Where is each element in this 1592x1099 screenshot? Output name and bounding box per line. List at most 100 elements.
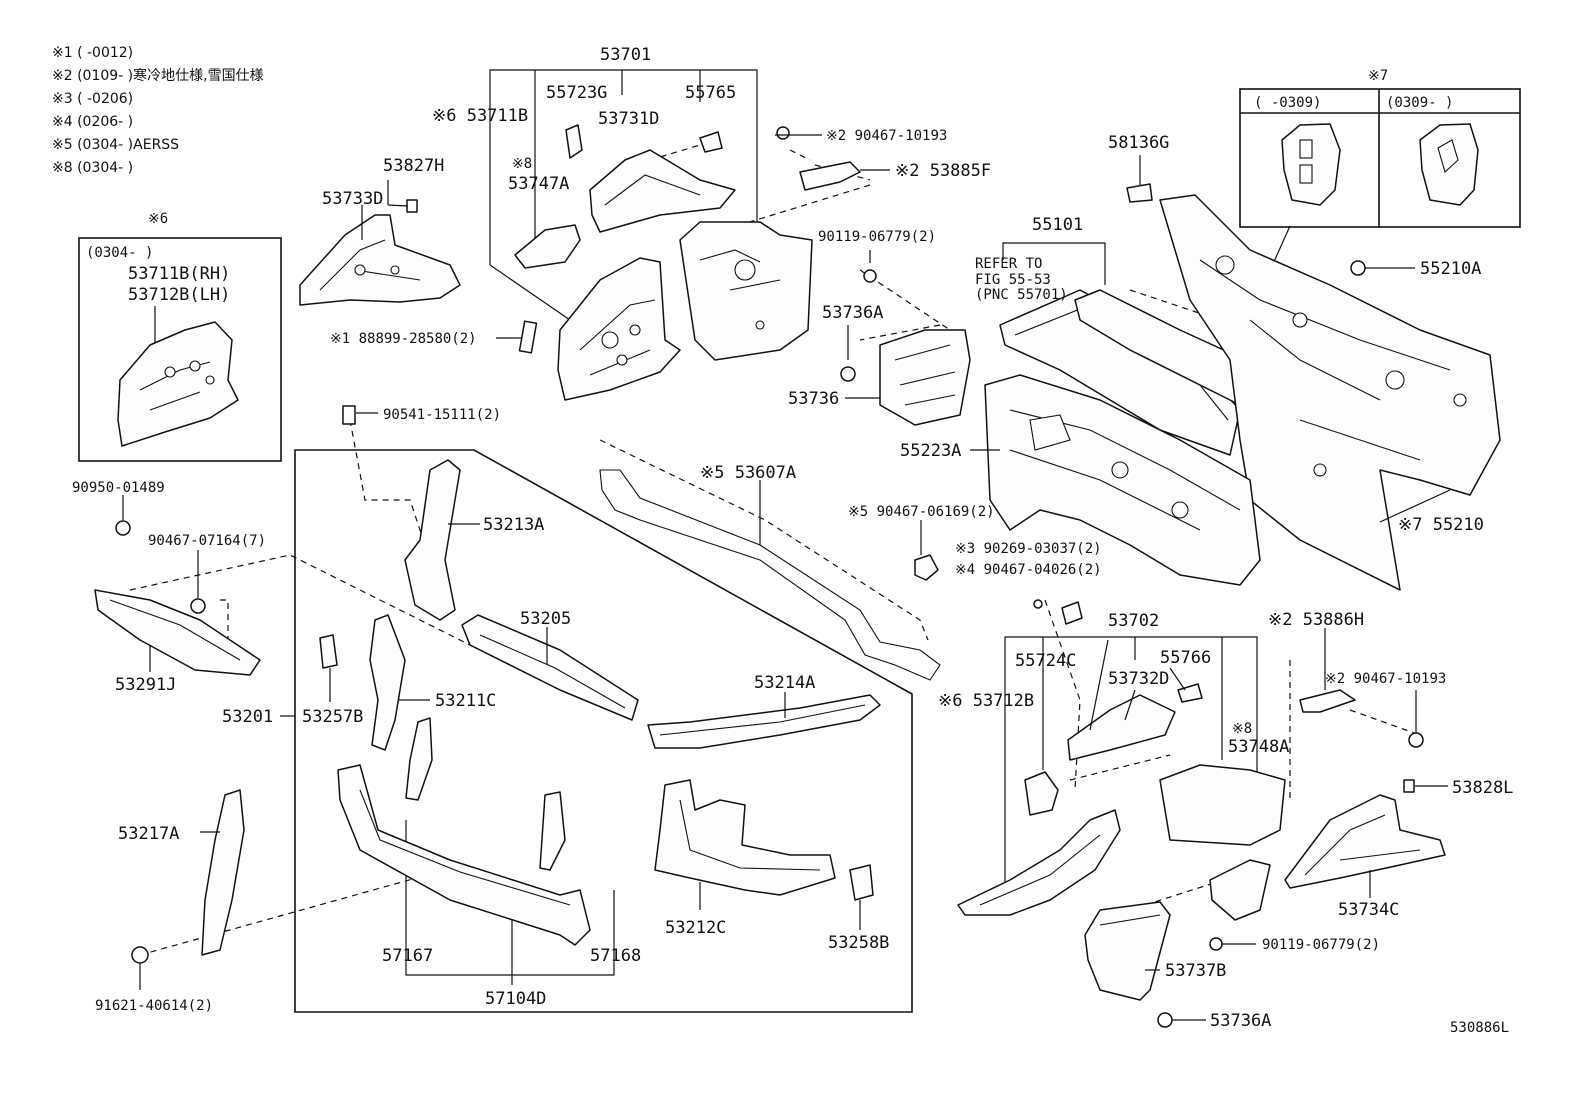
- leader-lines: [122, 134, 1451, 1021]
- label-53736A-bottom: 53736A: [1210, 1011, 1271, 1031]
- note-3: ※3 ( -0206): [52, 91, 133, 107]
- part-53748A-shape: [1209, 859, 1271, 921]
- clip-90541: [342, 405, 356, 425]
- label-90541-15111: 90541-15111(2): [383, 407, 501, 423]
- part-53734C-shape: [1284, 794, 1446, 889]
- part-53291J-shape: [94, 589, 261, 676]
- part-55723G-shape: [565, 124, 583, 159]
- inset-7-left-range: ( -0309): [1254, 95, 1321, 111]
- label-57104D: 57104D: [485, 989, 546, 1009]
- part-53712B-shape: [957, 809, 1121, 916]
- part-53214A-shape: [647, 694, 881, 749]
- part-57167-shape: [405, 717, 433, 801]
- part-53607A-shape: [599, 469, 941, 681]
- inset-6-range: (0304- ): [86, 245, 153, 261]
- inset-box-7: ※7 ( -0309) (0309- ): [1231, 68, 1521, 356]
- label-53257B: 53257B: [302, 707, 363, 727]
- label-57168: 57168: [590, 946, 641, 966]
- label-55724C: 55724C: [1015, 651, 1076, 671]
- fender-apron-part: [117, 321, 239, 447]
- part-53732D-shape: [1067, 694, 1176, 761]
- label-53217A: 53217A: [118, 824, 179, 844]
- part-53736-shape: [879, 329, 971, 426]
- part-wheelhouse-lower-shape: [1159, 764, 1286, 846]
- part-53212C-shape: [654, 779, 836, 896]
- part-53747A-shape: [514, 224, 581, 269]
- part-58136G-shape: [1126, 183, 1153, 203]
- nut-90467-04026: [1061, 601, 1083, 625]
- part-53257B-shape: [319, 634, 338, 669]
- label-53731D: 53731D: [598, 109, 659, 129]
- label-53748A: 53748A: [1228, 737, 1289, 757]
- part-55766-shape: [1177, 683, 1203, 703]
- label-53712B: ※6 53712B: [938, 691, 1034, 711]
- label-90467-10193-right: ※2 90467-10193: [1325, 671, 1446, 687]
- label-53827H: 53827H: [383, 156, 444, 176]
- inset-6-mark: ※6: [148, 211, 168, 227]
- note-5: ※5 (0304- )AERSS: [52, 137, 179, 153]
- label-53291J: 53291J: [115, 675, 176, 695]
- label-55101: 55101: [1032, 215, 1083, 235]
- label-53732D: 53732D: [1108, 669, 1169, 689]
- note-8: ※8 (0304- ): [52, 160, 133, 176]
- label-55210A: 55210A: [1420, 259, 1481, 279]
- label-53258B: 53258B: [828, 933, 889, 953]
- bracket-53702: [1004, 636, 1258, 900]
- label-90467-07164: 90467-07164(7): [148, 533, 266, 549]
- label-55766: 55766: [1160, 648, 1211, 668]
- label-53701: 53701: [600, 45, 651, 65]
- label-91621-40614: 91621-40614(2): [95, 998, 213, 1014]
- legend-notes: ※1 ( -0012) ※2 (0109- )寒冷地仕様,雪国仕様 ※3 ( -…: [52, 45, 264, 176]
- part-55724C-shape: [1024, 771, 1059, 816]
- label-53214A: 53214A: [754, 673, 815, 693]
- refer-line-3: (PNC 55701): [975, 287, 1068, 303]
- parts-upper: [299, 124, 1501, 591]
- label-90467-06169: ※5 90467-06169(2): [848, 504, 995, 520]
- label-53747A-mark: ※8: [512, 156, 532, 172]
- part-53711B-shape: [557, 257, 681, 401]
- inset-6-lh-label: 53712B(LH): [128, 285, 230, 305]
- part-57168-shape: [539, 791, 566, 871]
- label-55723G: 55723G: [546, 83, 607, 103]
- label-90467-04026: ※4 90467-04026(2): [955, 562, 1102, 578]
- label-88899-28580: ※1 88899-28580(2): [330, 331, 477, 347]
- brackets-misc: [405, 242, 1106, 985]
- part-53258B-shape: [849, 864, 874, 901]
- refer-line-1: REFER TO: [975, 256, 1042, 272]
- bolt-90467-10193-a: [776, 126, 790, 140]
- part-53828L-shape: [1403, 779, 1415, 793]
- label-53885F: ※2 53885F: [895, 161, 991, 181]
- part-53217A-shape: [201, 789, 245, 956]
- label-57167: 57167: [382, 946, 433, 966]
- refer-line-2: FIG 55-53: [975, 272, 1051, 288]
- note-1: ※1 ( -0012): [52, 45, 133, 61]
- clip-90950: [115, 520, 131, 536]
- bracket-53701: [489, 69, 758, 321]
- label-90119-06779-bottom: 90119-06779(2): [1262, 937, 1380, 953]
- parts-lower: [94, 405, 1446, 1028]
- label-53828L: 53828L: [1452, 778, 1513, 798]
- label-58136G: 58136G: [1108, 133, 1169, 153]
- inset-7-mark: ※7: [1368, 68, 1388, 84]
- label-53201: 53201: [222, 707, 273, 727]
- bolt-53736A-top: [840, 366, 856, 382]
- label-53886H: ※2 53886H: [1268, 610, 1364, 630]
- part-53827H-shape: [406, 199, 418, 213]
- bolt-91621-40614: [131, 946, 149, 964]
- nut-90467-06169: [914, 554, 939, 581]
- label-90269-03037: ※3 90269-03037(2): [955, 541, 1102, 557]
- label-90950-01489: 90950-01489: [72, 480, 165, 496]
- part-53733D-shape: [299, 214, 461, 306]
- bolt-90467-10193-b: [1408, 732, 1424, 748]
- bolt-90119-top: [863, 269, 877, 283]
- label-53213A: 53213A: [483, 515, 544, 535]
- inset-box-6: ※6 (0304- ) 53711B(RH) 53712B(LH): [78, 211, 282, 462]
- part-88899-shape: [518, 320, 538, 354]
- part-labels: 53701 55723G 55765 53731D ※6 53711B ※8 5…: [72, 45, 1513, 1036]
- inset-7-right-range: (0309- ): [1386, 95, 1453, 111]
- part-53205-shape: [461, 614, 639, 721]
- label-55223A: 55223A: [900, 441, 961, 461]
- label-53711B: ※6 53711B: [432, 106, 528, 126]
- dashed-lines: [129, 144, 1421, 956]
